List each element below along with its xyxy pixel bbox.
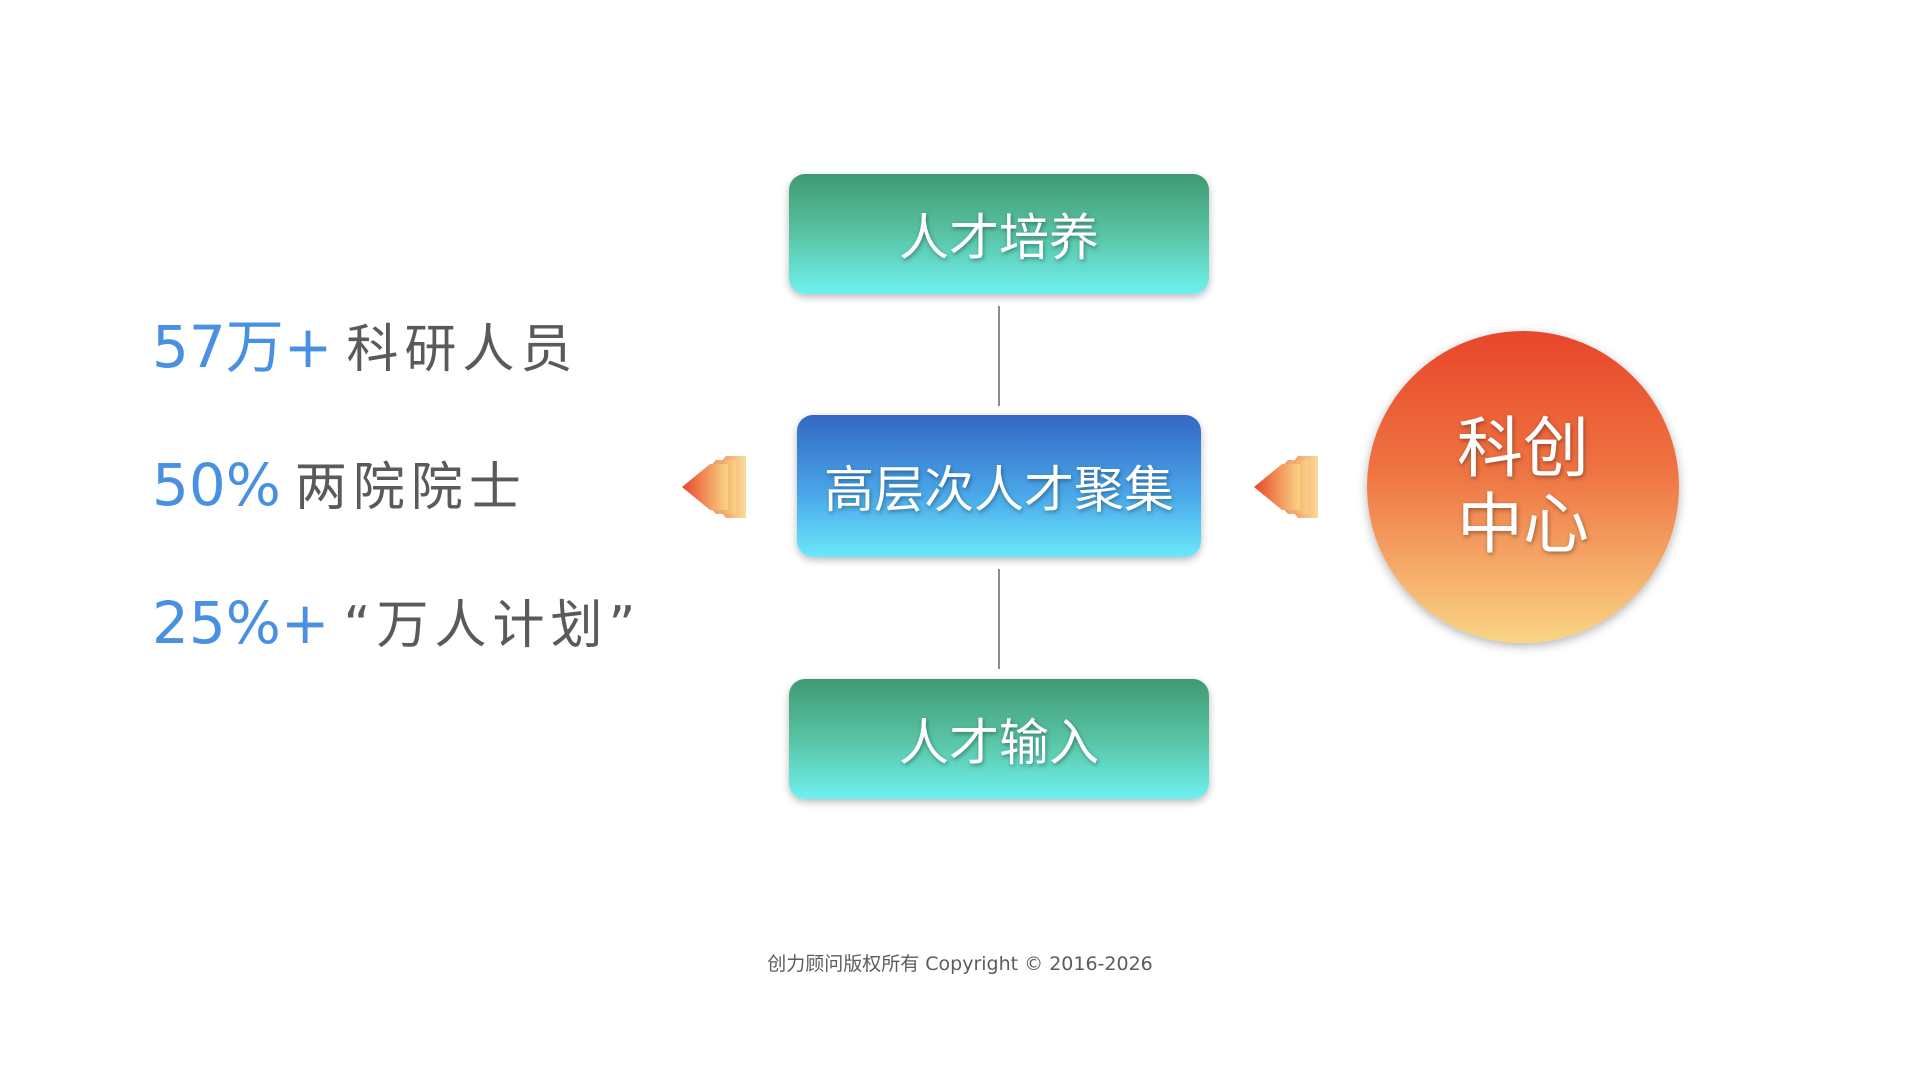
talent-cultivation-box: 人才培养 bbox=[789, 174, 1209, 294]
stat-number: 57万+ bbox=[152, 313, 333, 381]
stat-researchers: 57万+科研人员 bbox=[152, 318, 578, 376]
stat-label: 科研人员 bbox=[346, 320, 579, 380]
talent-gathering-label: 高层次人才聚集 bbox=[824, 461, 1174, 519]
talent-cultivation-label: 人才培养 bbox=[899, 209, 1099, 267]
stat-number: 50% bbox=[152, 451, 281, 519]
stat-academicians: 50%两院院士 bbox=[152, 456, 527, 514]
talent-input-box: 人才输入 bbox=[789, 679, 1209, 799]
triple-chevron-left-icon bbox=[682, 456, 746, 518]
copyright-footer: 创力顾问版权所有 Copyright © 2016-2026 bbox=[767, 953, 1153, 975]
connector-line-upper bbox=[998, 306, 1000, 406]
talent-input-label: 人才输入 bbox=[899, 714, 1099, 772]
stat-number: 25%+ bbox=[152, 589, 330, 657]
innovation-center-line1: 科创 bbox=[1457, 410, 1589, 488]
innovation-center-line2: 中心 bbox=[1457, 486, 1589, 563]
stat-talent-plan: 25%+“万人计划” bbox=[152, 594, 641, 652]
stat-label: 两院院士 bbox=[294, 458, 527, 518]
innovation-center-circle: 科创 中心 bbox=[1367, 331, 1679, 643]
talent-gathering-box: 高层次人才聚集 bbox=[797, 415, 1201, 557]
connector-line-lower bbox=[998, 569, 1000, 669]
stat-label: “万人计划” bbox=[343, 596, 642, 656]
triple-chevron-left-icon bbox=[1254, 456, 1318, 518]
